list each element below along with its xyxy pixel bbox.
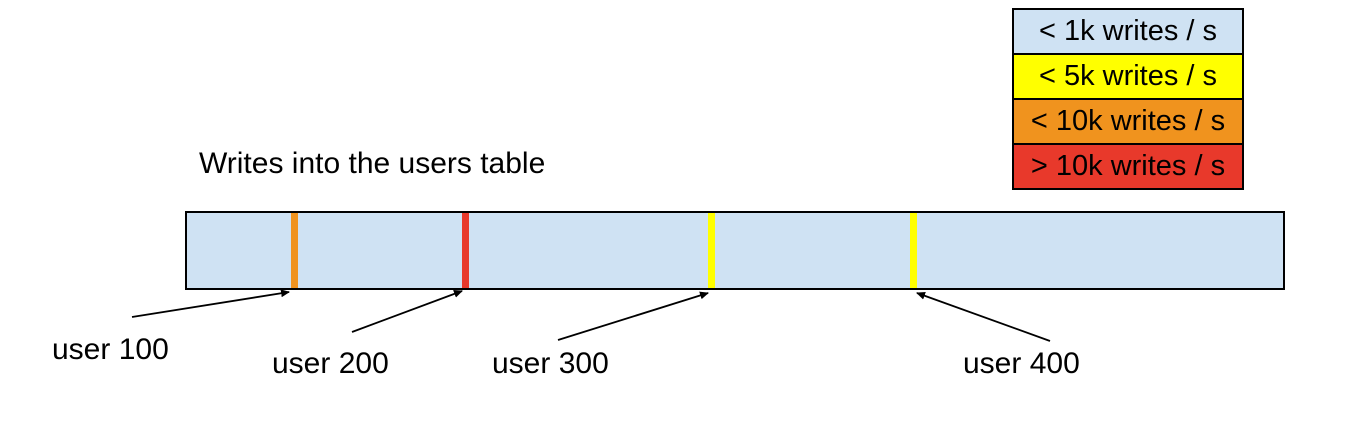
diagram-title: Writes into the users table — [199, 147, 546, 180]
arrow-user-100 — [131, 289, 290, 318]
legend-item-2: < 10k writes / s — [1012, 98, 1244, 145]
user-label-user-100: user 100 — [52, 333, 169, 366]
legend-item-label: < 1k writes / s — [1038, 15, 1218, 47]
marker-tick-user-200 — [461, 213, 469, 288]
legend-item-3: > 10k writes / s — [1012, 143, 1244, 190]
legend-item-label: < 10k writes / s — [1030, 105, 1226, 137]
legend-item-1: < 5k writes / s — [1012, 53, 1244, 100]
user-label-user-300: user 300 — [492, 347, 609, 380]
arrow-user-400 — [916, 291, 1051, 342]
legend-item-label: < 5k writes / s — [1038, 60, 1218, 92]
marker-tick-user-400 — [909, 213, 917, 288]
user-label-user-400: user 400 — [963, 347, 1080, 380]
legend-item-label: > 10k writes / s — [1030, 150, 1226, 182]
arrow-user-200 — [351, 290, 463, 333]
marker-tick-user-300 — [707, 213, 715, 288]
user-label-user-200: user 200 — [272, 347, 389, 380]
users-table-bar — [185, 211, 1285, 290]
arrow-user-300 — [557, 291, 709, 341]
marker-tick-user-100 — [290, 213, 298, 288]
legend-item-0: < 1k writes / s — [1012, 8, 1244, 55]
legend: < 1k writes / s < 5k writes / s < 10k writ… — [1012, 8, 1244, 190]
